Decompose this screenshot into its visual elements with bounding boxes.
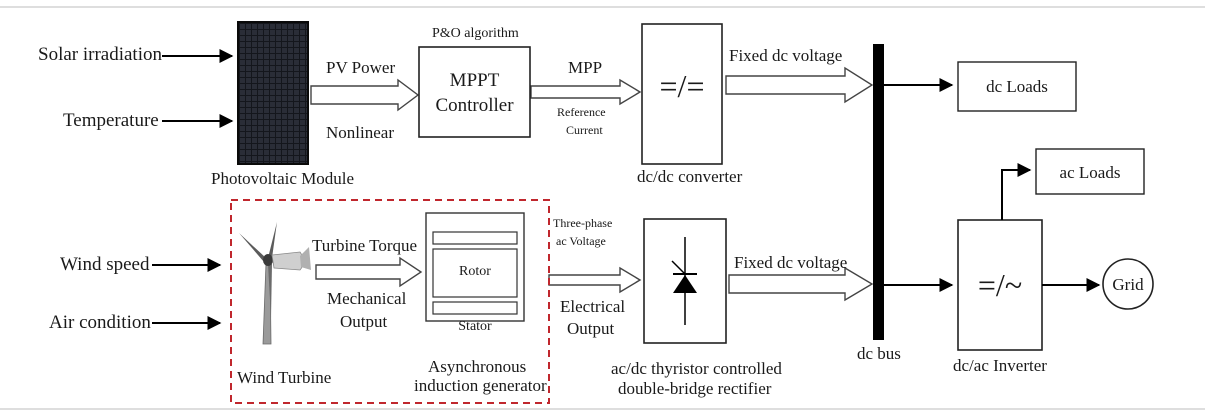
air-condition-label: Air condition [49,312,151,333]
inverter-symbol: =/~ [977,267,1023,303]
dc-bus-label: dc bus [857,344,901,363]
torque-arrow [315,256,423,288]
fixed-dc-top-arrow [725,66,874,104]
rotor-label: Rotor [459,264,491,279]
wind-turbine-label: Wind Turbine [237,368,332,387]
dcdc-box [641,23,723,165]
grid-circle [1102,258,1154,310]
dc-loads-box [957,61,1077,112]
inverter-label: dc/ac Inverter [953,356,1047,375]
rectifier-label-1: ac/dc thyristor controlled [611,359,782,378]
generator-label-1: Asynchronous [428,357,527,376]
dcdc-symbol: =/= [659,68,705,104]
dc-loads-label: dc Loads [986,77,1048,96]
ac-voltage-label: ac Voltage [556,234,606,248]
electrical-label: Electrical [560,297,626,316]
mppt-line1: MPPT [449,70,500,91]
ac-loads-label: ac Loads [1059,163,1121,182]
dc-bus-bar [873,44,884,340]
current-label: Current [566,123,603,137]
stator-label: Stator [458,319,492,334]
dcdc-label: dc/dc converter [637,167,743,186]
pv-power-arrow [310,78,420,112]
pv-module-image [237,21,309,165]
solar-irradiation-label: Solar irradiation [38,44,162,65]
wind-system-boundary [230,199,550,404]
fixed-dc-bottom-label: Fixed dc voltage [734,253,848,272]
ac-loads-arrow [1001,163,1032,220]
stator-strip [432,301,518,315]
pv-power-label: PV Power [326,58,396,77]
fixed-dc-top-label: Fixed dc voltage [729,46,843,65]
grid-label: Grid [1112,275,1144,294]
rotor-box [432,248,518,298]
po-algorithm-label: P&O algorithm [432,26,519,41]
fixed-dc-bottom-arrow [728,266,874,302]
turbine-torque-label: Turbine Torque [312,236,418,255]
thyristor-icon [671,237,697,325]
mpp-label: MPP [568,58,603,77]
mppt-line2: Controller [435,95,514,116]
mppt-box [418,46,531,138]
nonlinear-label: Nonlinear [326,123,394,142]
temperature-label: Temperature [63,110,159,131]
reference-label: Reference [557,105,606,119]
output-elec-label: Output [567,319,615,338]
generator-label-2: induction generator [414,376,547,395]
wind-turbine-icon [239,222,311,345]
pv-module-label: Photovoltaic Module [211,169,355,188]
mpp-arrow [530,78,642,106]
mechanical-label: Mechanical [327,289,407,308]
wind-speed-label: Wind speed [60,254,150,275]
electrical-arrow [548,266,642,294]
ac-loads-box [1035,148,1145,195]
generator-top-winding [432,231,518,245]
rectifier-label-2: double-bridge rectifier [618,379,772,398]
output-mech-label: Output [340,312,388,331]
three-phase-label: Three-phase [553,216,613,230]
